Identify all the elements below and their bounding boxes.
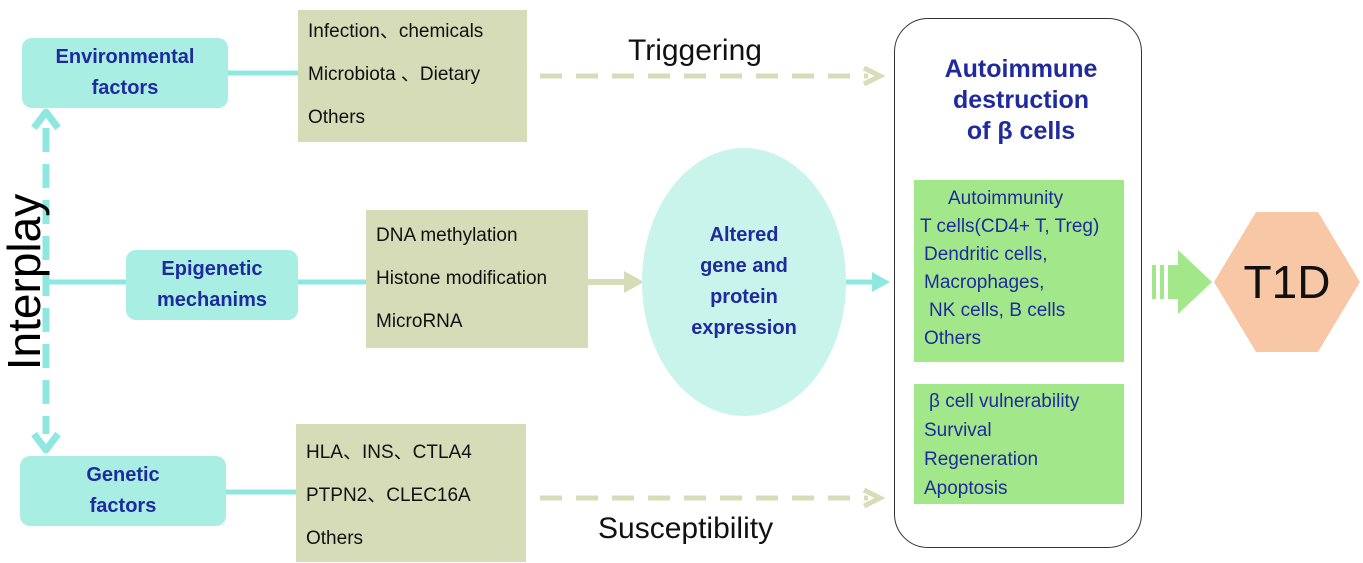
susceptibility-arrowhead — [862, 487, 886, 509]
interplay-up-arrowhead — [31, 108, 61, 131]
autoimmunity-line: Dendritic cells, — [924, 244, 1048, 265]
beta-cell-vulnerability-box: β cell vulnerability Survival Regenerati… — [914, 384, 1124, 504]
epigenetic-mechanisms-box: Epigenetic mechanims — [126, 250, 298, 320]
destruction-title-line: Autoimmune — [944, 55, 1098, 83]
genetic-box-line-1: Genetic — [86, 464, 160, 486]
vulnerability-line: Regeneration — [924, 449, 1039, 470]
autoimmunity-line: T cells(CD4+ T, Treg) — [920, 216, 1100, 237]
big-green-arrow — [1152, 250, 1212, 314]
environmental-item: Infection、chemicals — [308, 21, 484, 42]
susceptibility-label: Susceptibility — [598, 512, 774, 545]
vulnerability-line: β cell vulnerability — [929, 391, 1080, 412]
genetic-box-line-2: factors — [89, 495, 157, 517]
autoimmune-destruction-title: Autoimmune destruction of β cells — [894, 54, 1148, 147]
t1d-label: T1D — [1243, 256, 1331, 308]
epigenetic-item: DNA methylation — [376, 225, 518, 246]
altered-line: gene and — [700, 255, 788, 277]
altered-expression-ellipse: Altered gene and protein expression — [642, 148, 846, 416]
genetic-item: HLA、INS、CTLA4 — [306, 442, 472, 463]
epigenetic-item: Histone modification — [376, 268, 548, 289]
epigenetic-box-line-1: Epigenetic — [161, 258, 263, 280]
destruction-title-line: of β cells — [966, 117, 1076, 145]
autoimmunity-line: Others — [924, 328, 982, 349]
autoimmunity-line: Macrophages, — [924, 272, 1045, 293]
t1d-hexagon — [1214, 212, 1360, 352]
interplay-label: Interplay — [0, 193, 50, 371]
triggering-label: Triggering — [628, 34, 762, 67]
environmental-factors-box: Environmental factors — [22, 38, 228, 108]
environmental-box-line-1: Environmental — [55, 46, 195, 68]
autoimmunity-line: NK cells, B cells — [929, 300, 1066, 321]
altered-line: expression — [691, 317, 797, 339]
environmental-item: Microbiota 、Dietary — [308, 64, 481, 85]
genetic-factors-box: Genetic factors — [20, 456, 226, 526]
epigenetic-item: MicroRNA — [376, 311, 463, 332]
autoimmunity-line: Autoimmunity — [948, 188, 1064, 209]
interplay-down-arrowhead — [31, 431, 61, 454]
genetic-items-box: HLA、INS、CTLA4 PTPN2、CLEC16A Others — [296, 424, 526, 562]
environmental-items-box: Infection、chemicals Microbiota 、Dietary … — [298, 10, 527, 142]
triggering-arrowhead — [862, 65, 886, 87]
vulnerability-line: Survival — [924, 420, 992, 441]
environmental-item: Others — [308, 107, 366, 128]
autoimmunity-box: Autoimmunity T cells(CD4+ T, Treg) Dendr… — [914, 180, 1124, 362]
altered-line: Altered — [709, 224, 779, 246]
epigenetic-box-line-2: mechanims — [156, 289, 268, 311]
destruction-title-line: destruction — [952, 86, 1090, 114]
ellipse-to-box-arrowhead — [872, 272, 890, 292]
environmental-box-line-2: factors — [91, 77, 159, 99]
altered-line: protein — [710, 286, 778, 308]
genetic-item: Others — [306, 528, 364, 549]
genetic-item: PTPN2、CLEC16A — [306, 485, 471, 506]
vulnerability-line: Apoptosis — [924, 478, 1008, 499]
epi-to-ellipse-arrowhead — [624, 271, 644, 293]
epigenetic-items-box: DNA methylation Histone modification Mic… — [366, 210, 588, 348]
